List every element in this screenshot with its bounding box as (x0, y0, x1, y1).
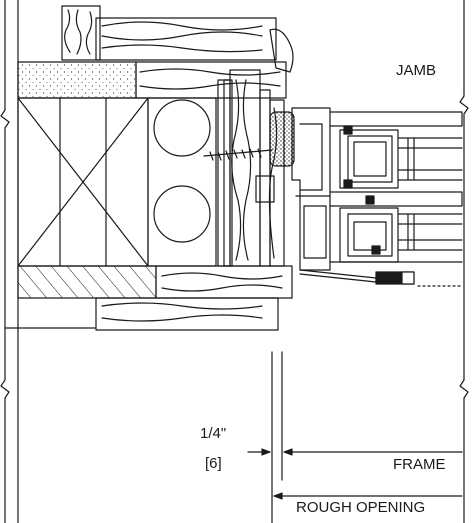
interior-jamb-wood (217, 69, 285, 267)
dimension-lines (247, 351, 463, 523)
sash-lower (339, 207, 463, 263)
mounting-screw (203, 148, 273, 161)
shim (255, 175, 275, 203)
bottom-trim-board (95, 297, 279, 331)
top-plate (135, 61, 287, 99)
stud-x-brace (17, 97, 149, 267)
hatched-sill (17, 265, 157, 299)
gap-fraction-label: 1/4" (200, 425, 227, 442)
insulation-board (17, 61, 137, 99)
lower-trim (155, 265, 293, 299)
jamb-liner (223, 79, 233, 267)
top-wood-members (61, 5, 294, 73)
weatherstrip-gaskets (343, 125, 381, 255)
frame-label: FRAME (393, 456, 446, 473)
backer-rod-block (147, 97, 217, 267)
sash-upper (339, 129, 463, 189)
window-frame-profile (291, 107, 463, 285)
foam-sealant (269, 111, 295, 167)
rough-opening-label: ROUGH OPENING (296, 499, 426, 516)
gap-mm-label: [6] (205, 455, 222, 472)
right-wall-lines (459, 0, 469, 523)
jamb-label: JAMB (396, 62, 437, 79)
